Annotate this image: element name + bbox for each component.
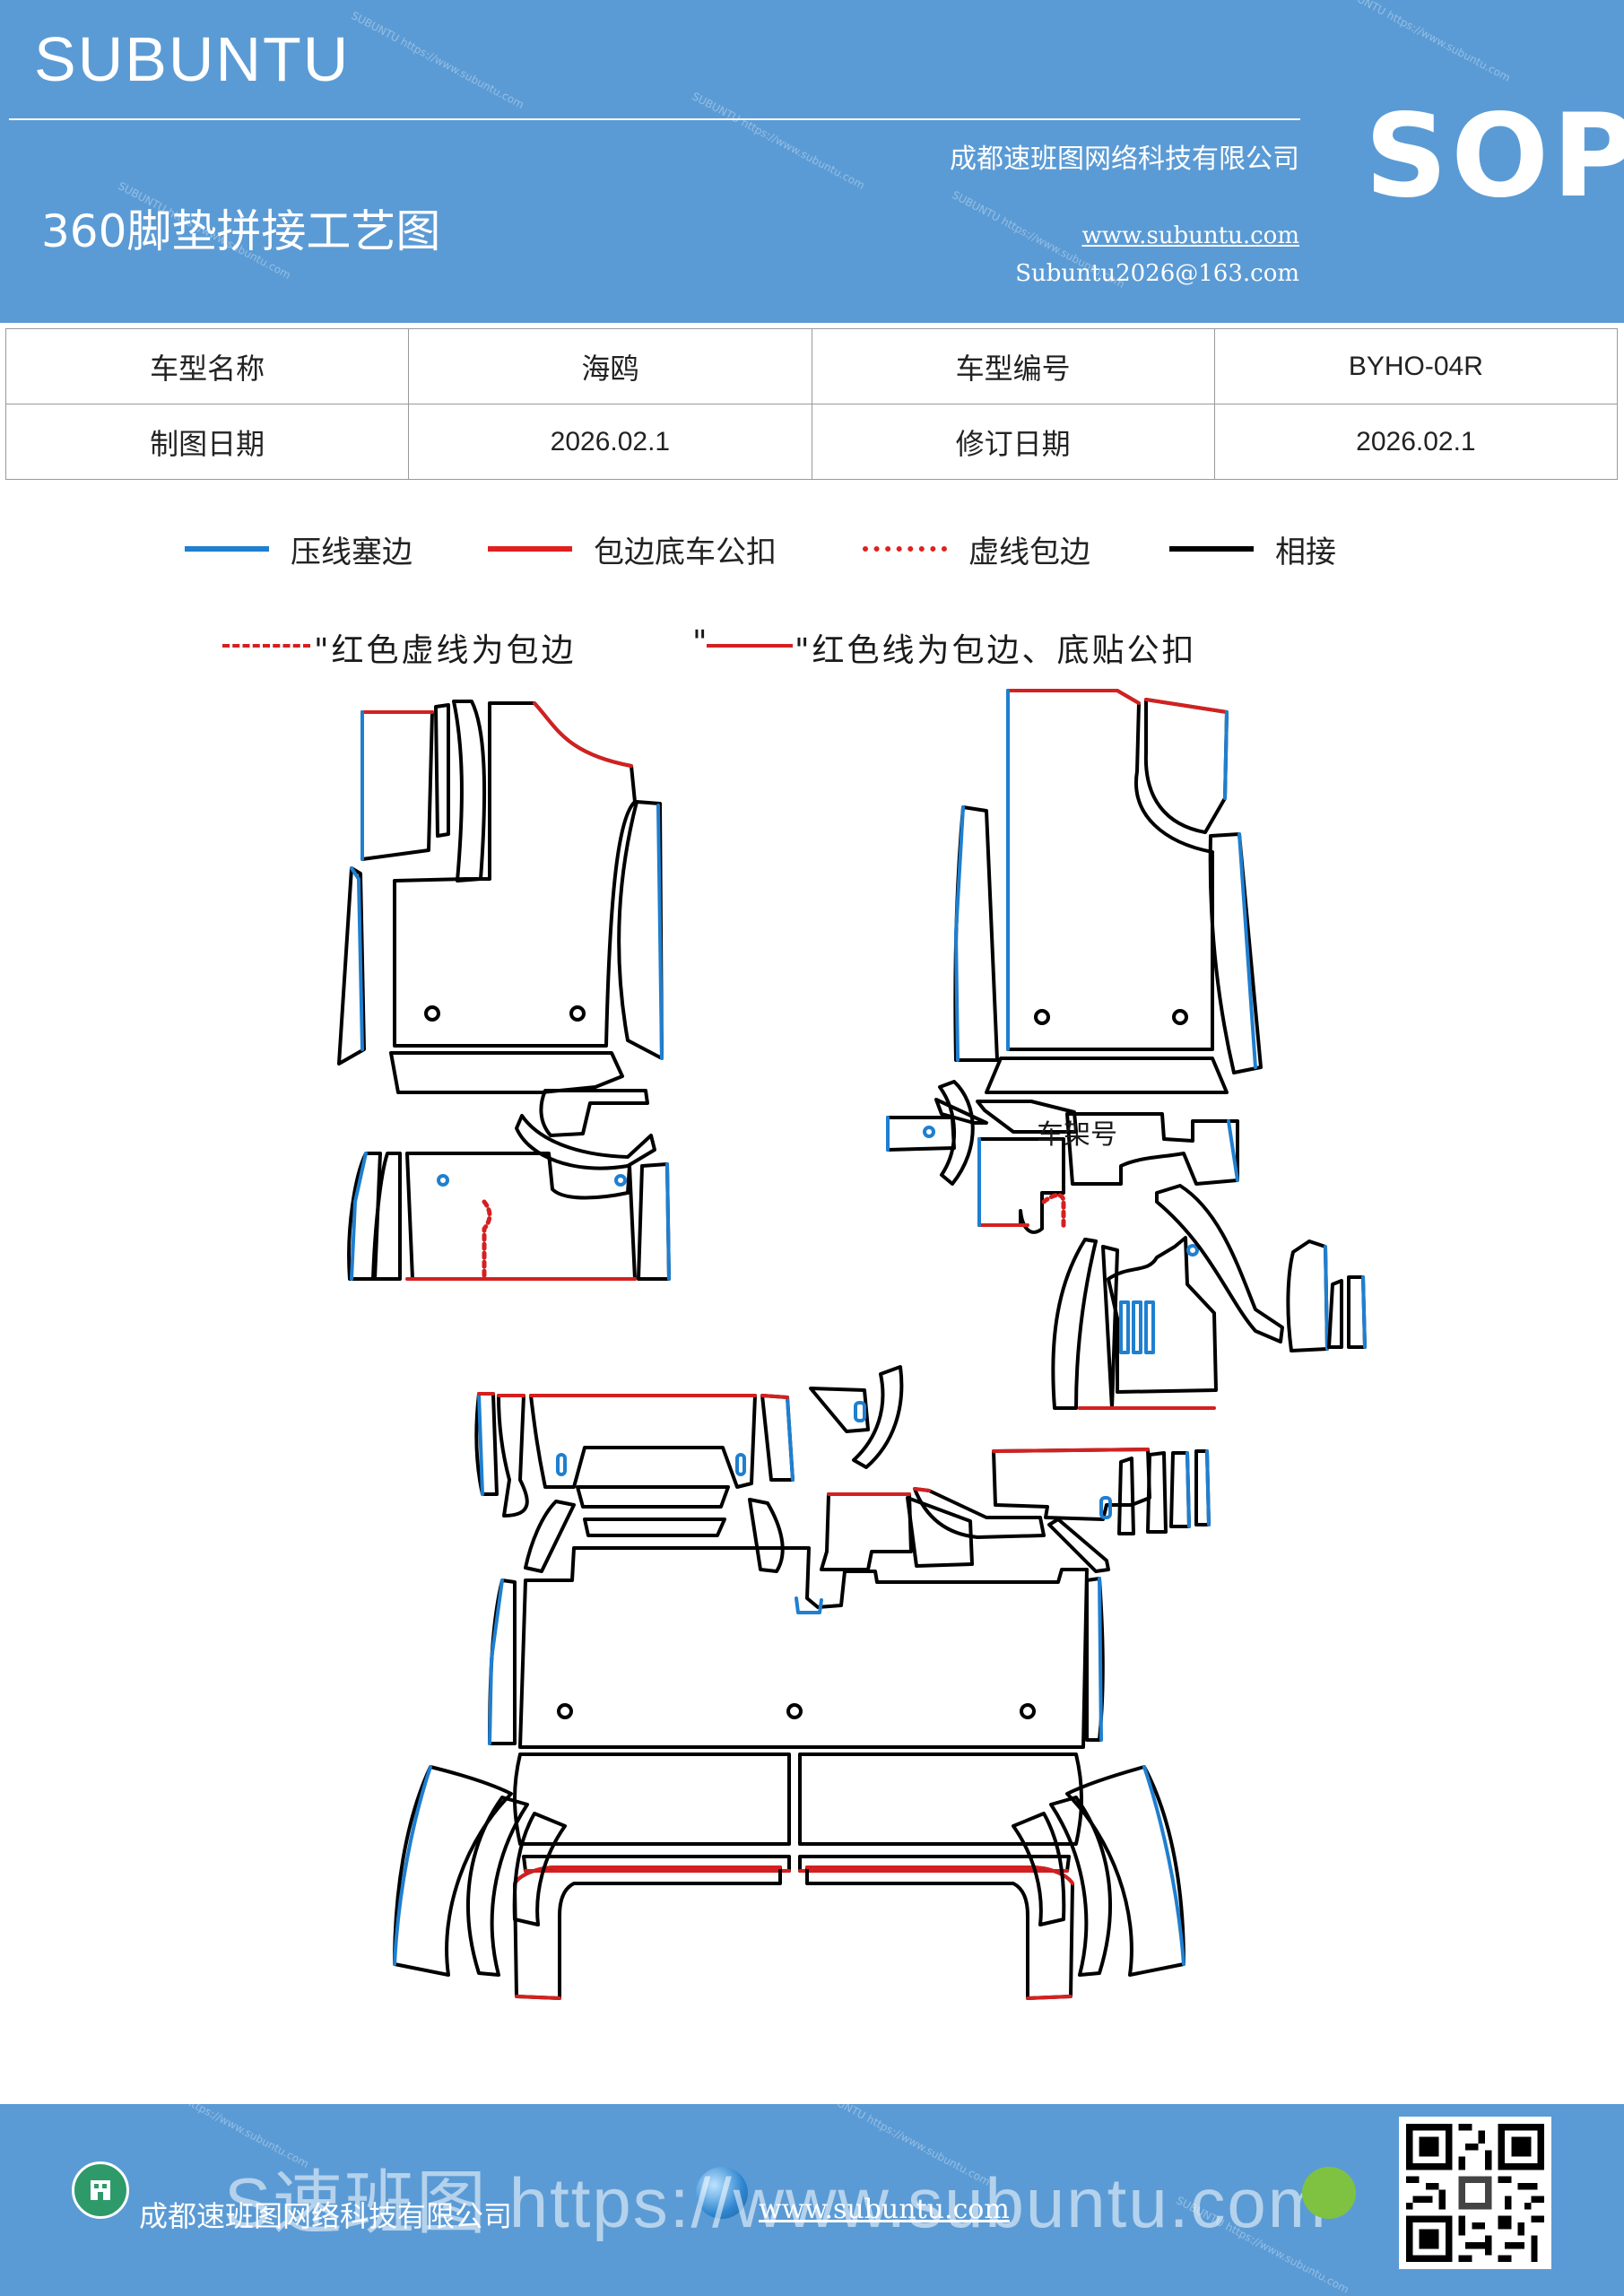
legend-swatch [863,546,947,552]
model-name-label: 车型名称 [4,328,410,404]
floor-mat-diagram: "红色虚线为包边 " "红色线为包边、底贴公扣 [0,619,1624,2072]
brand-logo-text: SUBUNTU [34,24,351,94]
company-name: 成都速班图网络科技有限公司 [950,144,1299,175]
watermark: SUBUNTU https://www.subuntu.com [690,90,867,192]
dashed-line-note: "红色虚线为包边 [314,632,577,669]
solid-line-note: "红色线为包边、底贴公扣 [795,632,1197,669]
table-row: 制图日期 2026.02.1 修订日期 2026.02.1 [4,404,1619,480]
legend-item-joint: 相接 [1169,522,1336,576]
model-code-value: BYHO-04R [1213,328,1619,404]
solid-note-quote: " [692,624,710,661]
front-right-mat [886,689,1367,1410]
qr-code-pattern [1406,2124,1544,2262]
website-link[interactable]: www.subuntu.com [1081,222,1300,249]
footer-company-name: 成都速班图网络科技有限公司 [139,2199,513,2233]
mat-pieces-svg [337,689,1367,2000]
frame-number-label: 车架号 [1037,1119,1117,1151]
footer-website-link[interactable]: www.subuntu.com [759,2194,1010,2225]
model-name-value: 海鸥 [408,328,812,404]
revise-date-label: 修订日期 [811,404,1215,480]
doc-type-label: SOP [1365,90,1624,223]
model-code-label: 车型编号 [811,328,1215,404]
legend-swatch [1169,546,1254,552]
watermark: SUBUNTU https://www.subuntu.com [1335,0,1513,84]
legend-label: 虚线包边 [968,534,1090,570]
legend-label: 压线塞边 [291,534,413,570]
solid-note-line [707,644,793,648]
rear-mat [393,1365,1211,2000]
revise-date-value: 2026.02.1 [1213,404,1619,480]
legend-item-dotted: 虚线包边 [863,522,1090,576]
footer-watermark: S速班图 https://www.subuntu.com [224,2163,1328,2242]
front-left-mat [337,700,671,1282]
legend-item-edge: 包边底车公扣 [488,522,777,576]
header-divider [9,118,1300,120]
legend-label: 相接 [1275,534,1336,570]
legend-label: 包边底车公扣 [594,534,777,570]
line-legend: 压线塞边 包边底车公扣 虚线包边 相接 [0,522,1624,576]
legend-swatch [488,546,572,552]
watermark: SUBUNTU https://www.subuntu.com [349,9,526,111]
draw-date-value: 2026.02.1 [408,404,812,480]
globe-icon [696,2167,748,2219]
legend-item-seam: 压线塞边 [185,522,413,576]
wechat-icon [1302,2167,1356,2219]
legend-swatch [185,546,269,552]
company-icon [72,2161,129,2219]
dashed-note-line [222,644,310,648]
footer-banner: SUBUNTU https://www.subuntu.com SUBUNTU … [0,2104,1624,2296]
email-address: Subuntu2026@163.com [1015,260,1299,287]
page-title: 360脚垫拼接工艺图 [41,205,441,257]
header-banner: SUBUNTU https://www.subuntu.com SUBUNTU … [0,0,1624,323]
qr-code[interactable] [1399,2117,1551,2269]
vehicle-info-table: 车型名称 海鸥 车型编号 BYHO-04R 制图日期 2026.02.1 修订日… [4,328,1619,480]
table-row: 车型名称 海鸥 车型编号 BYHO-04R [4,328,1619,404]
draw-date-label: 制图日期 [4,404,410,480]
